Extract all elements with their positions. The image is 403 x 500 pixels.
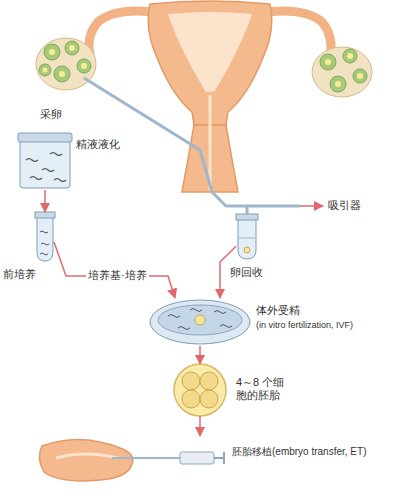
part-label: 采卵 xyxy=(40,108,62,121)
flow-arrow xyxy=(199,416,201,436)
flow-arrow xyxy=(199,346,201,364)
embryo: 4～8 个细胞的胚胎 xyxy=(174,364,226,416)
node-label: (in vitro fertilization, IVF) xyxy=(256,320,353,331)
part-label: 吸引器 xyxy=(328,199,361,212)
uterus-transfer xyxy=(39,439,224,481)
flow-arrow xyxy=(54,242,175,298)
flow-arrow xyxy=(44,190,46,212)
uterus xyxy=(89,1,331,192)
node-label: 胚胎移植(embryo transfer, ET) xyxy=(232,446,366,458)
pre-culture-tube: 前培养 xyxy=(36,212,54,262)
node-label: 4～8 个细胞的胚胎 xyxy=(236,376,290,402)
node-label: 体外受精 xyxy=(256,304,300,317)
culture-dish: 体外受精(in vitro fertilization, IVF) xyxy=(150,298,250,346)
culture-dish xyxy=(150,300,250,344)
node-label: 前培养 xyxy=(3,268,36,281)
edge-label: 培养基·培养 xyxy=(86,269,149,282)
embryo-transfer: 胚胎移植(embryo transfer, ET) xyxy=(38,436,226,486)
node-label: 精液液化 xyxy=(76,138,120,151)
left-ovary xyxy=(36,38,96,90)
semen-jar: 精液液化 xyxy=(20,132,70,190)
test-tube xyxy=(236,214,258,259)
test-tube xyxy=(35,212,55,261)
semen-jar xyxy=(18,133,72,188)
node-label: 卵回收 xyxy=(230,266,263,279)
egg-recovery-tube: 卵回收 xyxy=(236,214,258,260)
tubing xyxy=(246,206,249,214)
right-ovary xyxy=(312,47,372,97)
embryo xyxy=(174,364,226,416)
aspirator-arrow xyxy=(300,205,323,207)
